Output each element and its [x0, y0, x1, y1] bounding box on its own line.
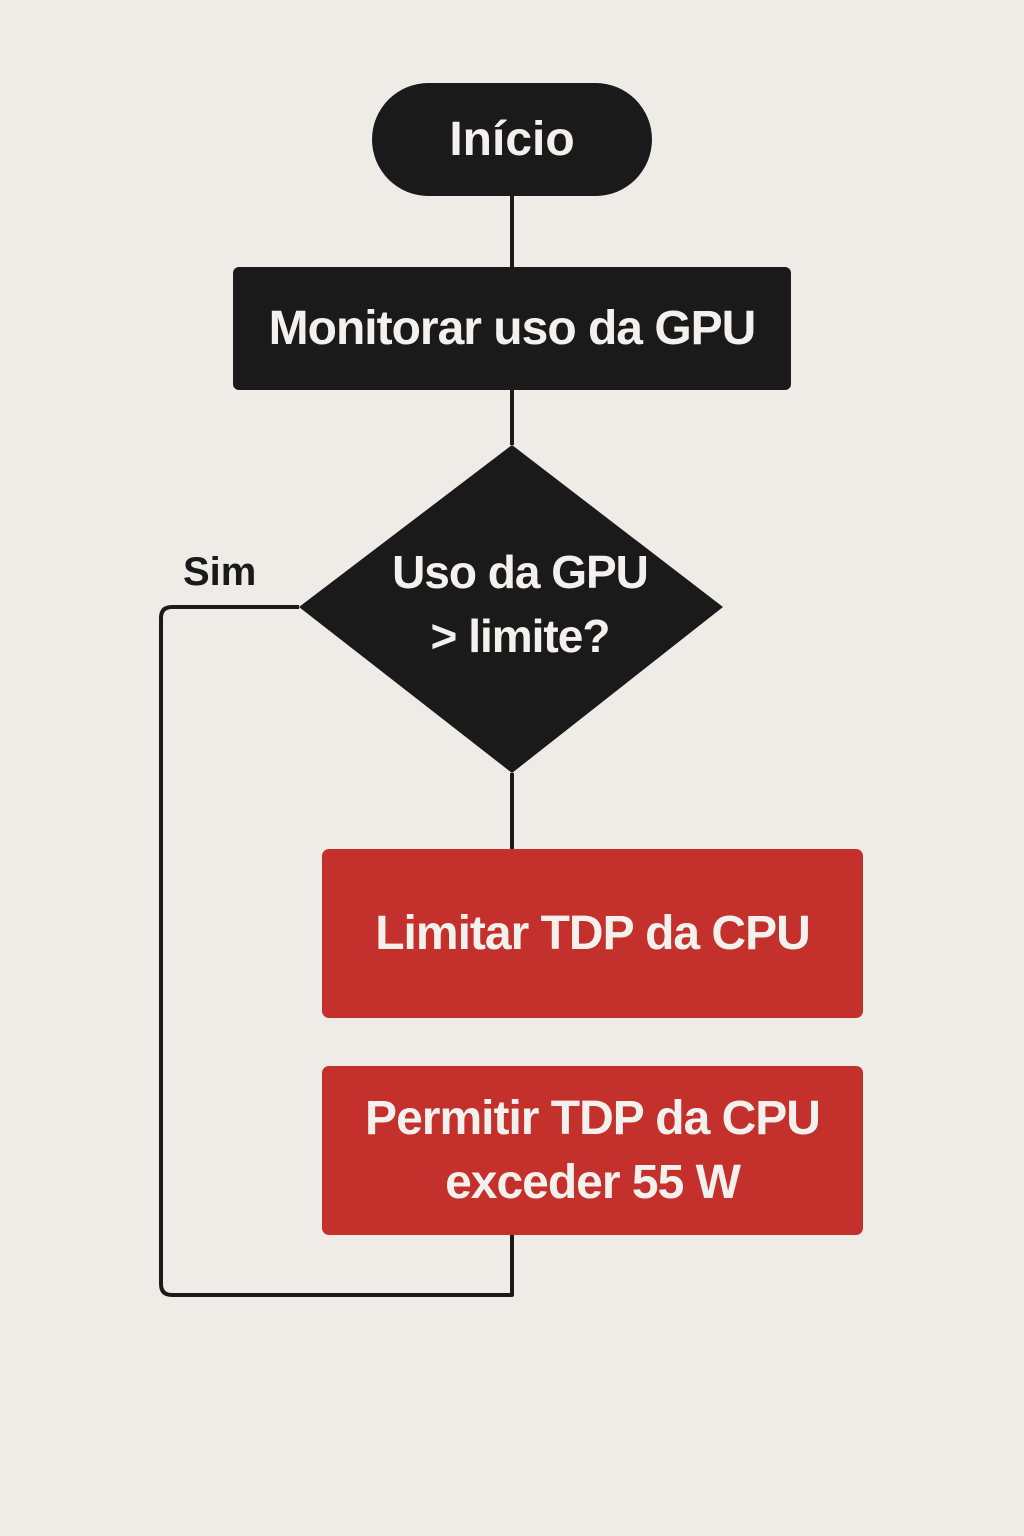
- decision-line-1: Uso da GPU: [392, 546, 649, 598]
- yes-label: Sim: [183, 550, 257, 594]
- action2-label: Permitir TDP da CPU exceder 55 W: [365, 1091, 821, 1209]
- process-monitor-gpu: Monitorar uso da GPU: [233, 267, 791, 390]
- start-label: Início: [449, 113, 575, 166]
- process-label: Monitorar uso da GPU: [268, 302, 757, 355]
- start-node: Início: [372, 83, 652, 196]
- decision-diamond: [299, 445, 723, 773]
- connector-loop-yes: [159, 605, 514, 1297]
- action-limit-tdp: Limitar TDP da CPU: [322, 849, 863, 1018]
- decision-line-2: > limite?: [430, 610, 611, 662]
- action-allow-tdp: Permitir TDP da CPU exceder 55 W: [322, 1066, 863, 1235]
- action1-label: Limitar TDP da CPU: [375, 906, 811, 960]
- decision-label: Uso da GPU > limite?: [360, 540, 680, 668]
